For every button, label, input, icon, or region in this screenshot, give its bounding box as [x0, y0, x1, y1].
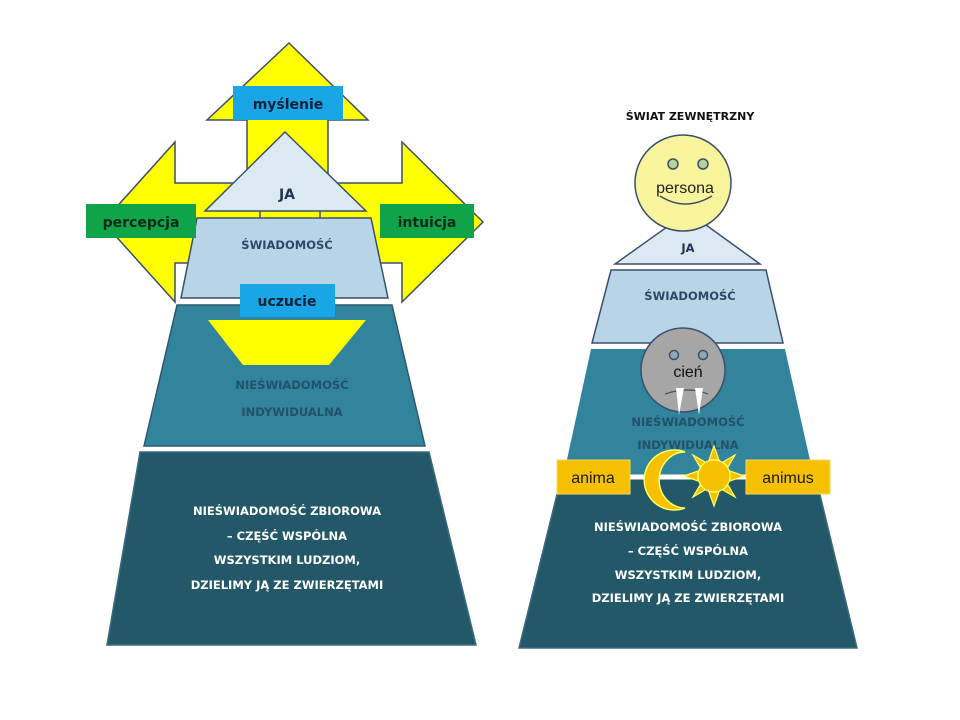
- label-box-thinking: [233, 86, 343, 120]
- layer-consciousness-label: ŚWIADOMOŚĆ: [644, 288, 735, 303]
- collective-label-line1: NIEŚWIADOMOŚĆ ZBIOROWA: [193, 503, 381, 518]
- sun-icon: [682, 444, 746, 508]
- label-thinking: myślenie: [253, 97, 324, 113]
- collective-label-line3: WSZYSTKIM LUDZIOM,: [214, 553, 360, 567]
- layer-personal-label-line2: INDYWIDUALNA: [637, 438, 738, 452]
- outer-world-label: ŚWIAT ZEWNĘTRZNY: [626, 110, 756, 123]
- collective-label-line1: NIEŚWIADOMOŚĆ ZBIOROWA: [594, 519, 782, 534]
- anima-box: [556, 459, 631, 495]
- shadow-label: cień: [673, 364, 702, 381]
- label-intuition: intuicja: [398, 215, 457, 231]
- collective-label-line2: – CZĘŚĆ WSPÓLNA: [227, 528, 347, 543]
- layer-personal-label-line2: INDYWIDUALNA: [241, 405, 342, 419]
- layer-personal-unconscious: [563, 349, 814, 478]
- animus-label: animus: [762, 470, 814, 487]
- moon-icon: [643, 449, 686, 511]
- shadow-face: [640, 327, 726, 415]
- layer-ja-label: JA: [680, 241, 694, 255]
- persona-face: [634, 134, 732, 232]
- layer-collective-unconscious: [106, 451, 477, 646]
- collective-label-line3: WSZYSTKIM LUDZIOM,: [615, 568, 761, 582]
- tusk-right: [695, 388, 703, 415]
- label-feeling: uczucie: [258, 294, 317, 310]
- label-box-intuition: [380, 204, 474, 238]
- layer-collective-unconscious: [518, 469, 858, 649]
- left-diagram: JA ŚWIADOMOŚĆ NIEŚWIADOMOŚĆ INDYWIDUALNA…: [86, 41, 485, 646]
- right-diagram: ŚWIAT ZEWNĘTRZNY JA persona ŚWIADOMOŚĆ N…: [518, 110, 858, 649]
- layer-personal-label-line1: NIEŚWIADOMOŚĆ: [631, 414, 744, 429]
- layer-ja-label: JA: [278, 187, 295, 203]
- anima-label: anima: [571, 470, 615, 487]
- collective-label-line4: DZIELIMY JĄ ZE ZWIERZĘTAMI: [191, 578, 384, 592]
- layer-ja: [203, 130, 368, 212]
- label-box-feeling: [240, 284, 335, 317]
- label-perception: percepcja: [103, 215, 180, 231]
- layer-consciousness: [591, 269, 784, 344]
- label-box-perception: [86, 204, 196, 238]
- tusk-left: [676, 388, 684, 415]
- collective-label-line2: – CZĘŚĆ WSPÓLNA: [628, 543, 748, 558]
- collective-label-line4: DZIELIMY JĄ ZE ZWIERZĘTAMI: [592, 591, 785, 605]
- persona-label: persona: [656, 180, 714, 197]
- layer-consciousness: [180, 217, 389, 299]
- layer-consciousness-label: ŚWIADOMOŚĆ: [241, 237, 332, 252]
- layer-ja: [612, 211, 763, 265]
- arrow-down-feeling: [208, 320, 366, 365]
- animus-box: [745, 459, 831, 495]
- layer-personal-label-line1: NIEŚWIADOMOŚĆ: [235, 377, 348, 392]
